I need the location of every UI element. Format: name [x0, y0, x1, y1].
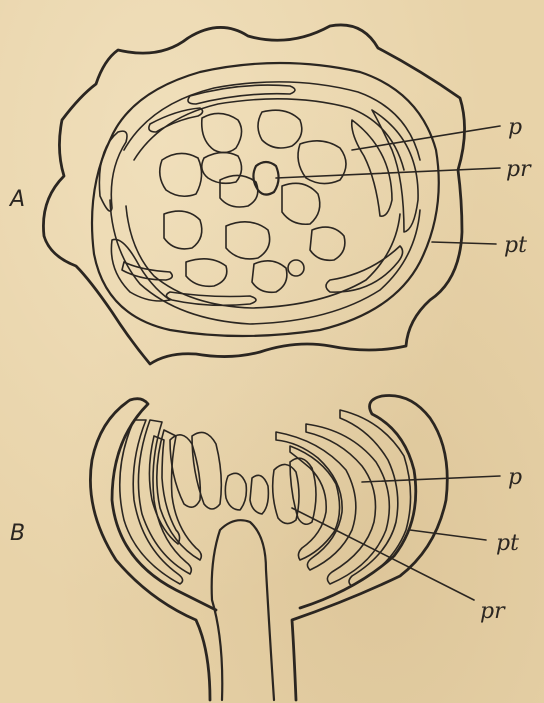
panel-a-petal-right-1 — [372, 110, 418, 232]
panel-b-central-column — [212, 520, 274, 700]
panel-b-stamen-right-3 — [250, 475, 268, 514]
panel-b-stamen-right-1 — [273, 464, 299, 523]
panel-b-letter: B — [10, 521, 25, 546]
panel-a-petal-right-3 — [326, 246, 403, 292]
panel-a-stamen-8 — [164, 211, 202, 249]
panel-a-stamen-7 — [282, 183, 320, 224]
panel-a-label-pr: pr — [506, 157, 532, 182]
panel-a-leader-p — [352, 126, 500, 150]
panel-a-section: A p pr pt — [8, 25, 532, 364]
panel-a-petal-ring-4 — [126, 206, 400, 308]
panel-b-stamen-left-3 — [225, 473, 246, 510]
panel-a-stamen-11 — [186, 259, 227, 286]
panel-b-label-pt: pt — [496, 531, 519, 556]
panel-a-stamen-10 — [310, 227, 345, 260]
panel-b-petal-right-2 — [290, 446, 340, 560]
panel-b-stamen-left-2 — [192, 432, 221, 509]
panel-a-stamen-9 — [226, 222, 270, 259]
panel-a-stamen-3 — [160, 153, 202, 196]
panel-a-petal-ring-3 — [110, 200, 420, 324]
panel-b-leader-p — [362, 476, 500, 482]
panel-b-section: B p pt pr — [10, 395, 522, 700]
panel-a-stamen-5 — [220, 175, 258, 207]
panel-a-stamen-12 — [252, 261, 287, 292]
panel-a-petal-ring-2 — [134, 99, 404, 170]
panel-a-stamen-1 — [202, 113, 242, 152]
panel-a-small-cell — [288, 260, 304, 276]
panel-b-leader-pt — [410, 530, 486, 540]
panel-a-petal-left-1 — [99, 131, 127, 211]
panel-a-letter: A — [8, 187, 25, 212]
panel-b-leader-pr — [292, 508, 474, 600]
panel-a-inner-boundary — [92, 63, 439, 336]
panel-a-label-pt: pt — [504, 233, 527, 258]
panel-a-stamen-2 — [258, 110, 302, 148]
panel-a-label-p: p — [508, 115, 522, 140]
panel-a-leader-pt — [432, 242, 496, 244]
panel-a-pistil — [253, 162, 278, 195]
panel-b-label-pr: pr — [480, 599, 506, 624]
panel-b-label-p: p — [508, 465, 522, 490]
